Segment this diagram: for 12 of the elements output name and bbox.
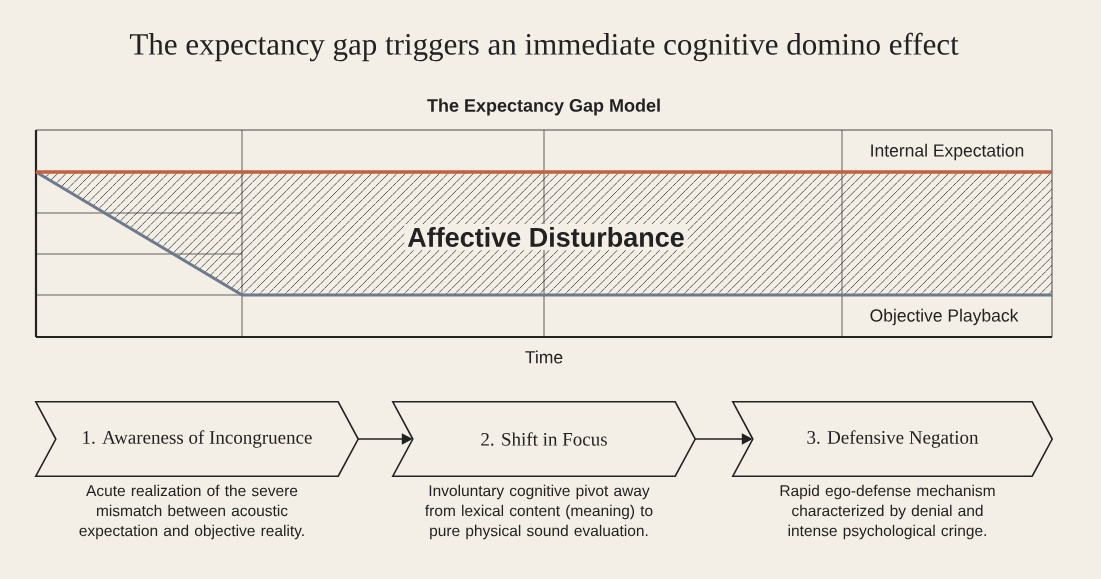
chevron-step: 3. Defensive Negation bbox=[731, 401, 1054, 477]
title: The expectancy gap triggers an immediate cognitive domino effect bbox=[129, 32, 959, 62]
step-description: Involuntary cognitive pivot away from lexical content (meaning) to pure physical sound evaluation. bbox=[425, 484, 653, 540]
step-description: Acute realization of the severe mismatch between acoustic expectation and objective reality. bbox=[79, 484, 304, 540]
chevron-step: 1. Awareness of Incongruence bbox=[34, 401, 360, 477]
step-description: Rapid ego-defense mechanism characterized by denial and intense psychological cringe. bbox=[780, 484, 995, 540]
axis-label: Time bbox=[525, 350, 563, 364]
area-label: Affective Disturbance bbox=[404, 224, 688, 250]
line-label: Objective Playback bbox=[866, 305, 1022, 329]
line-label: Internal Expectation bbox=[866, 140, 1028, 164]
chevron-step: 2. Shift in Focus bbox=[391, 401, 697, 477]
chart-title: The Expectancy Gap Model bbox=[427, 98, 660, 116]
